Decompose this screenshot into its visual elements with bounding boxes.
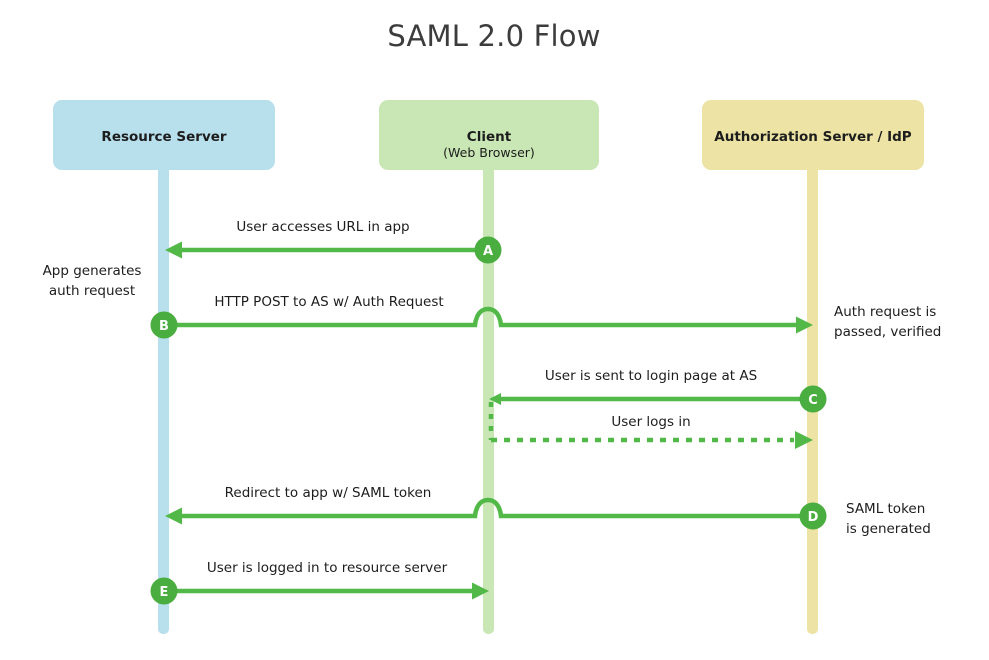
- note-auth-request-line-2: passed, verified: [834, 324, 941, 340]
- arrowhead-step-e: [472, 582, 489, 600]
- actor-box-resource-server: [53, 100, 275, 170]
- lifeline-client: [483, 160, 494, 634]
- actor-client[interactable]: Client (Web Browser): [379, 100, 599, 170]
- step-marker-circle-c: [799, 385, 827, 413]
- message-label-step-d: Redirect to app w/ SAML token: [225, 485, 432, 501]
- actor-label-client: Client: [467, 129, 512, 145]
- actor-label-authorization-server: Authorization Server / IdP: [714, 129, 911, 145]
- message-line-step-b: [177, 306, 800, 328]
- note-auth-request-line-1: Auth request is: [834, 304, 936, 320]
- actor-resource-server[interactable]: Resource Server: [53, 100, 275, 170]
- step-marker-circle-e: [150, 577, 178, 605]
- page-title: SAML 2.0 Flow: [387, 19, 600, 53]
- step-marker-letter-a: A: [483, 244, 493, 259]
- message-label-step-b: HTTP POST to AS w/ Auth Request: [214, 294, 443, 310]
- arrowhead-step-login: [795, 431, 813, 449]
- message-step-a[interactable]: User accesses URL in app A: [165, 219, 502, 264]
- message-step-c[interactable]: User is sent to login page at AS C: [489, 368, 827, 413]
- actor-sublabel-client: (Web Browser): [443, 145, 535, 160]
- lifeline-resource-server: [158, 160, 169, 634]
- arrowhead-step-b: [796, 316, 813, 334]
- step-marker-circle-a: [474, 236, 502, 264]
- message-step-login[interactable]: User logs in: [491, 414, 813, 449]
- arrowhead-step-d: [165, 507, 182, 525]
- message-step-b[interactable]: HTTP POST to AS w/ Auth Request B: [150, 294, 814, 339]
- step-marker-circle-b: [150, 311, 178, 339]
- message-step-d[interactable]: Redirect to app w/ SAML token D: [165, 485, 827, 530]
- message-label-step-e: User is logged in to resource server: [207, 560, 448, 576]
- note-app-generates: App generates auth request: [43, 263, 142, 299]
- actor-box-authorization-server: [702, 100, 924, 170]
- note-app-generates-line-1: App generates: [43, 263, 142, 279]
- step-marker-letter-e: E: [160, 585, 169, 600]
- step-marker-letter-c: C: [808, 393, 818, 408]
- step-marker-letter-b: B: [159, 319, 169, 334]
- note-saml-token-line-1: SAML token: [846, 501, 925, 517]
- note-auth-request-verified: Auth request is passed, verified: [834, 304, 941, 340]
- message-label-step-c: User is sent to login page at AS: [545, 368, 757, 384]
- actor-authorization-server[interactable]: Authorization Server / IdP: [702, 100, 924, 170]
- arrowhead-step-a: [165, 241, 182, 259]
- message-label-step-login: User logs in: [611, 414, 690, 430]
- step-marker-letter-d: D: [808, 510, 819, 525]
- message-line-step-d: [178, 497, 800, 519]
- note-saml-token-generated: SAML token is generated: [846, 501, 931, 537]
- step-marker-circle-d: [799, 502, 827, 530]
- actor-box-client: [379, 100, 599, 170]
- note-app-generates-line-2: auth request: [49, 283, 135, 299]
- arrowhead-step-c: [489, 393, 501, 405]
- note-saml-token-line-2: is generated: [846, 521, 931, 537]
- message-label-step-a: User accesses URL in app: [236, 219, 409, 235]
- actor-label-resource-server: Resource Server: [101, 129, 226, 145]
- message-step-e[interactable]: User is logged in to resource server E: [150, 560, 490, 605]
